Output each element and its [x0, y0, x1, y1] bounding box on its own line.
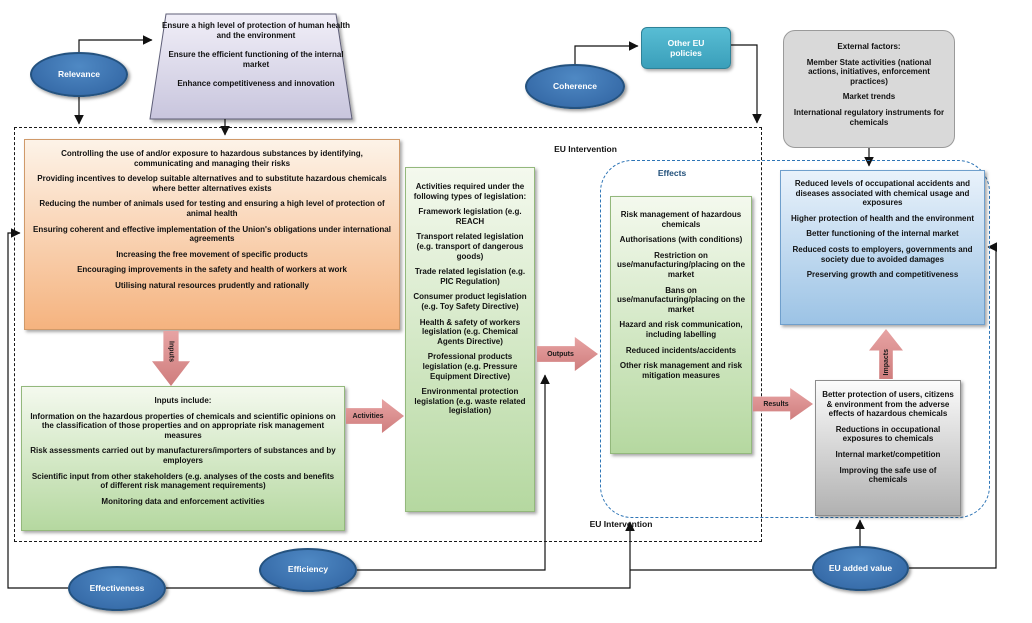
- effects-label: Effects: [657, 168, 687, 178]
- activity-item: Framework legislation (e.g. REACH: [418, 207, 522, 226]
- relevance-ellipse: Relevance: [30, 52, 128, 97]
- activity-item: Health & safety of workers legislation (…: [419, 317, 521, 346]
- outcomes-box: Reduced levels of occupational accidents…: [780, 170, 985, 325]
- outcome-item: Better functioning of the internal marke…: [806, 229, 959, 239]
- risk-item: Reduced incidents/accidents: [625, 345, 737, 355]
- input-item: Information on the hazardous properties …: [30, 411, 336, 440]
- mandate-trapezoid: [149, 13, 353, 120]
- outcome-item: Preserving growth and competitiveness: [806, 270, 959, 280]
- activities-flow-label: Activities: [352, 412, 384, 420]
- mandate-item: Enhance competitiveness and innovation: [177, 79, 335, 89]
- activity-item: Transport related legislation (e.g. tran…: [416, 232, 524, 261]
- coherence-ellipse: Coherence: [525, 64, 625, 109]
- external-factor-item: Member State activities (national action…: [806, 57, 932, 86]
- risk-management-box: Risk management of hazardous chemicals A…: [610, 196, 752, 454]
- result-item: Improving the safe use of chemicals: [839, 465, 937, 485]
- outcome-item: Higher protection of health and the envi…: [790, 213, 975, 223]
- effects-boundary: [600, 160, 990, 518]
- objective-item: Ensuring coherent and effective implemen…: [33, 224, 391, 244]
- mandate-trapezoid-text: Ensure a high level of protection of hum…: [158, 21, 354, 99]
- external-factor-item: Market trends: [842, 92, 896, 102]
- arrow-coherence-to-policies: [574, 41, 639, 64]
- impacts-flow-label: Impacts: [882, 348, 890, 376]
- other-eu-policies-box: Other EU policies: [641, 27, 731, 69]
- arrow-relevance-to-mandate: [78, 35, 153, 52]
- outputs-flow-label: Outputs: [547, 350, 574, 358]
- external-factors-title: External factors:: [837, 42, 901, 51]
- risk-item: Other risk management and risk mitigatio…: [619, 361, 743, 380]
- input-item: Monitoring data and enforcement activiti…: [101, 496, 265, 506]
- inputs-title: Inputs include:: [154, 396, 212, 405]
- risk-item: Hazard and risk communication, including…: [619, 320, 743, 339]
- outcome-item: Reduced costs to employers, governments …: [792, 244, 973, 264]
- inputs-flow-label: Inputs: [167, 341, 175, 362]
- line-efficiency-to-outputs: [357, 374, 550, 571]
- activities-box: Activities required under the following …: [405, 167, 535, 512]
- input-item: Risk assessments carried out by manufact…: [30, 446, 336, 465]
- activity-item: Consumer product legislation (e.g. Toy S…: [413, 292, 527, 311]
- risk-item: Authorisations (with conditions): [619, 235, 743, 245]
- eu-intervention-label-bottom: EU Intervention: [589, 519, 653, 529]
- risk-item: Restriction on use/manufacturing/placing…: [617, 250, 746, 279]
- result-item: Internal market/competition: [835, 449, 941, 459]
- general-objectives-box: Controlling the use of and/or exposure t…: [24, 139, 400, 330]
- activity-item: Environmental protection legislation (e.…: [414, 387, 526, 416]
- results-flow-label: Results: [763, 400, 789, 408]
- results-box: Better protection of users, citizens & e…: [815, 380, 961, 516]
- mandate-item: Ensure the efficient functioning of the …: [168, 50, 344, 69]
- mandate-item: Ensure a high level of protection of hum…: [161, 21, 351, 40]
- result-item: Reductions in occupational exposures to …: [835, 424, 941, 444]
- efficiency-ellipse: Efficiency: [259, 548, 357, 592]
- inputs-box: Inputs include: Information on the hazar…: [21, 386, 345, 531]
- activity-item: Trade related legislation (e.g. PIC Regu…: [414, 267, 526, 286]
- objective-item: Reducing the number of animals used for …: [39, 199, 385, 218]
- objective-item: Controlling the use of and/or exposure t…: [61, 149, 363, 168]
- result-item: Better protection of users, citizens & e…: [822, 390, 954, 419]
- eu-intervention-boundary: [14, 127, 762, 542]
- objective-item: Utilising natural resources prudently an…: [115, 280, 309, 290]
- objective-item: Increasing the free movement of specific…: [116, 249, 308, 259]
- eu-intervention-label-top: EU Intervention: [554, 144, 617, 154]
- arrow-added-value-to-outcomes: [909, 242, 997, 569]
- input-item: Scientific input from other stakeholders…: [31, 471, 335, 491]
- objective-item: Providing incentives to develop suitable…: [37, 174, 387, 193]
- outcome-item: Reduced levels of occupational accidents…: [794, 179, 971, 208]
- activities-title: Activities required under the following …: [413, 182, 527, 201]
- effectiveness-ellipse: Effectiveness: [68, 566, 166, 611]
- external-factors-box: External factors: Member State activitie…: [783, 30, 955, 148]
- risk-item: Risk management of hazardous chemicals: [620, 210, 742, 229]
- risk-item: Bans on use/manufacturing/placing on the…: [617, 285, 746, 314]
- external-factor-item: International regulatory instruments for…: [793, 107, 945, 127]
- eu-added-value-ellipse: EU added value: [812, 546, 909, 591]
- activity-item: Professional products legislation (e.g. …: [422, 352, 518, 381]
- arrow-policies-to-intervention: [731, 44, 762, 124]
- objective-item: Encouraging improvements in the safety a…: [77, 265, 347, 275]
